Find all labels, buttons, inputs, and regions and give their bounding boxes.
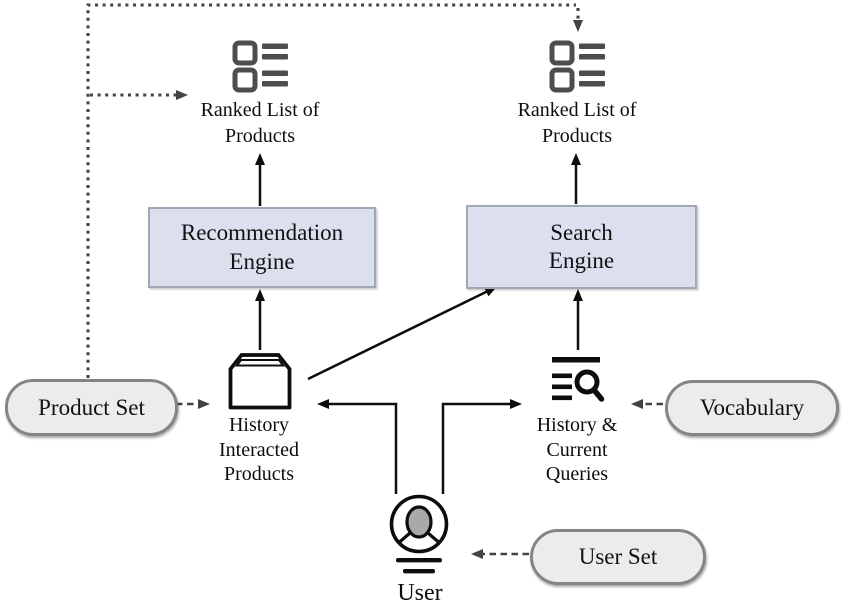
ranked-list-icon <box>549 40 605 93</box>
ranked-list-left-label: Ranked List of Products <box>200 99 320 147</box>
search-engine-label: Search Engine <box>548 219 615 274</box>
arrow-user-to-queries <box>441 399 522 494</box>
dotted-product-set-top-line <box>86 3 576 378</box>
list-search-icon <box>552 357 605 402</box>
arrow-user-to-history-products <box>317 399 398 494</box>
ranked-list-right-label: Ranked List of Products <box>517 99 637 147</box>
arrow-history-products-to-search-engine <box>307 286 497 381</box>
search-engine-box: Search Engine <box>466 205 697 289</box>
user-set-label: User Set <box>578 544 658 569</box>
recommendation-engine-label: Recommendation Engine <box>180 220 344 274</box>
vocabulary-label: Vocabulary <box>699 395 805 420</box>
product-set-pill: Product Set <box>5 379 178 436</box>
user-label: User <box>397 580 443 606</box>
archive-box-icon <box>228 353 292 410</box>
recommendation-engine-box: Recommendation Engine <box>148 207 376 288</box>
vocabulary-pill: Vocabulary <box>665 380 839 436</box>
ranked-list-icon <box>232 40 288 93</box>
user-set-pill: User Set <box>530 529 706 585</box>
history-products-label: History Interacted Products <box>219 414 299 485</box>
product-set-label: Product Set <box>38 394 145 420</box>
history-queries-label: History & Current Queries <box>536 414 618 485</box>
person-in-circle-icon <box>389 494 449 574</box>
